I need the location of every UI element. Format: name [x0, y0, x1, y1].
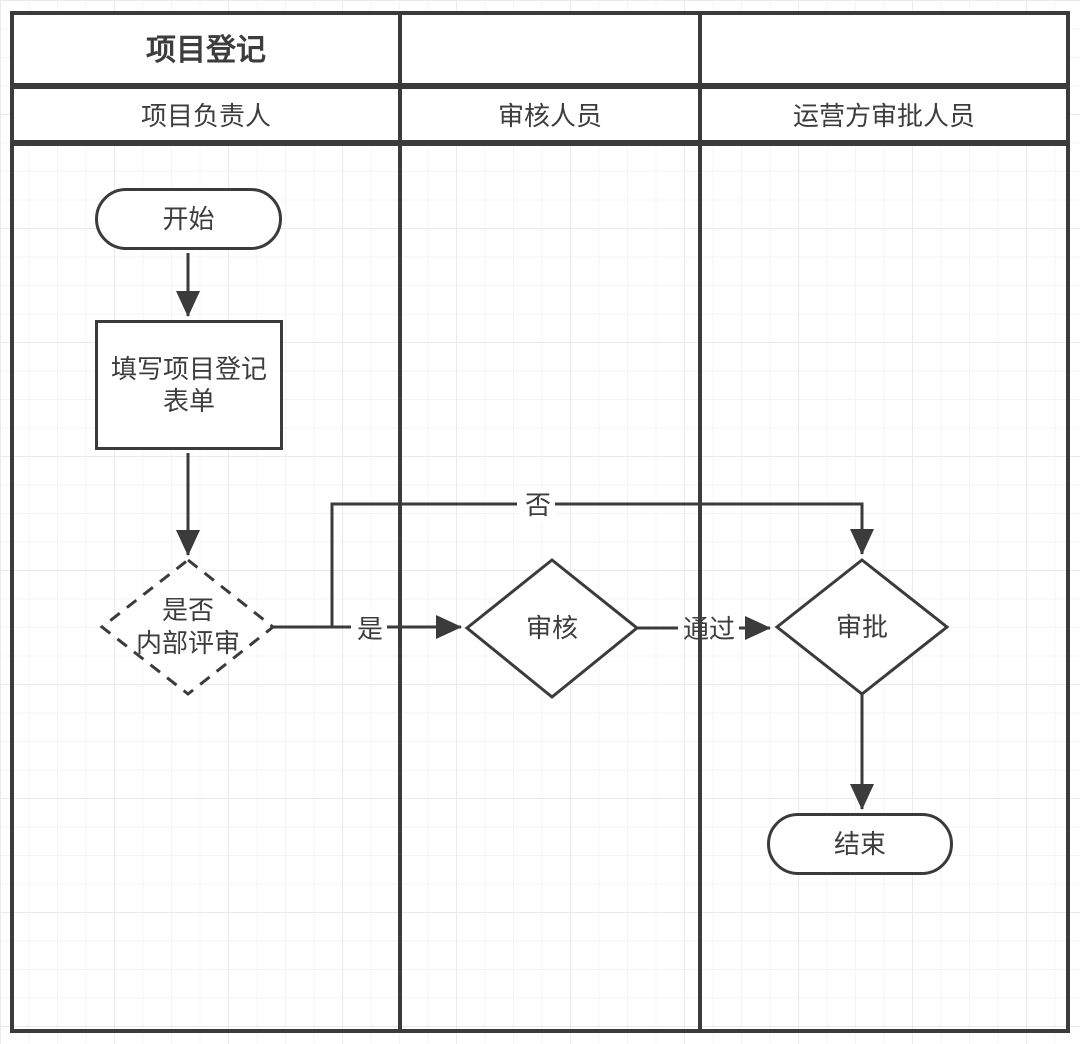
edge-label-no: 否	[521, 488, 555, 522]
node-end: 结束	[767, 813, 953, 875]
header-row-fill	[14, 89, 1066, 140]
decision-approve-shape	[774, 558, 950, 696]
node-approve-text: 审批	[835, 611, 888, 642]
title-row-fill	[14, 15, 1066, 83]
node-internal-review-label: 是否 内部评审	[108, 591, 268, 663]
lane-header-project-owner: 项目负责人	[140, 101, 271, 131]
edge-decision-to-approve-segment1	[330, 502, 517, 627]
lane-header-operator-approver: 运营方审批人员	[792, 101, 975, 131]
node-internal-review-line2: 内部评审	[135, 628, 240, 658]
node-review-label: 审核	[492, 611, 612, 645]
lane-divider-1	[398, 11, 402, 1033]
node-approve-label: 审批	[802, 610, 922, 644]
node-start: 开始	[95, 188, 282, 250]
node-end-label: 结束	[833, 829, 886, 859]
diagram-title: 项目登记	[146, 34, 266, 67]
edge-label-pass: 通过	[682, 614, 735, 644]
title-row-divider	[10, 83, 1070, 89]
node-review-text: 审核	[525, 612, 578, 643]
edge-label-yes: 是	[353, 612, 387, 646]
node-fill-form: 填写项目登记 表单	[95, 320, 283, 450]
lane-divider-2	[698, 11, 702, 1033]
swimlane-frame	[10, 11, 1070, 1033]
header-row-divider	[10, 140, 1070, 146]
decision-review-shape	[464, 558, 640, 699]
decision-internal-review-shape	[99, 558, 276, 696]
node-fill-form-line1: 填写项目登记	[110, 354, 267, 384]
edge-decision-to-approve-segment2	[554, 502, 874, 555]
node-fill-form-line2: 表单	[162, 386, 215, 416]
lane-header-reviewer: 审核人员	[497, 101, 602, 131]
node-internal-review-line1: 是否	[161, 595, 214, 625]
node-start-label: 开始	[162, 204, 215, 234]
